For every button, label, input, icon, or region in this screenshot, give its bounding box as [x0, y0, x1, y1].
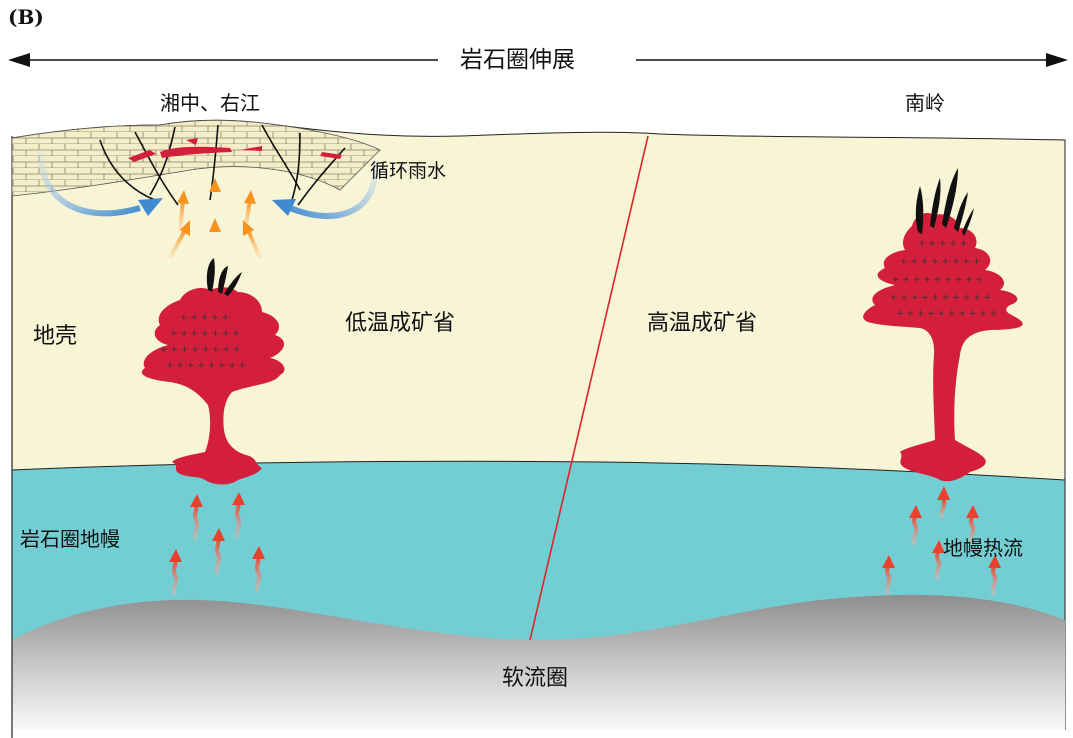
mantle-heat-flow-label: 地幔热流 — [943, 536, 1023, 560]
crust-label: 地壳 — [33, 324, 77, 349]
extension-label: 岩石圈伸展 — [460, 47, 575, 73]
region-left-label: 湘中、右江 — [160, 91, 260, 115]
svg-text:+ + + + +: + + + + + — [918, 239, 967, 249]
svg-text:+ + + + + + +: + + + + + + + — [170, 329, 240, 339]
svg-text:+ + + + + + + +: + + + + + + + + — [900, 257, 980, 267]
svg-text:+ + + + + + + + + +: + + + + + + + + + + — [890, 293, 991, 303]
region-right-label: 南岭 — [905, 91, 945, 115]
svg-text:+ + + + + + + +: + + + + + + + + — [166, 361, 246, 371]
svg-text:+ + + + + + + + + +: + + + + + + + + + + — [896, 309, 997, 319]
svg-text:+ + + + +: + + + + + — [180, 313, 229, 323]
svg-text:+ + + + + + + + +: + + + + + + + + + — [892, 275, 983, 285]
svg-text:+ + + + + + + +: + + + + + + + + — [160, 345, 240, 355]
lithospheric-mantle-label: 岩石圈地幔 — [20, 527, 120, 551]
high-temp-province-label: 高温成矿省 — [647, 311, 757, 336]
asthenosphere-label: 软流圈 — [502, 666, 568, 691]
low-temp-province-label: 低温成矿省 — [345, 311, 455, 336]
rainwater-label: 循环雨水 — [370, 160, 446, 182]
panel-label: (B) — [8, 5, 44, 29]
